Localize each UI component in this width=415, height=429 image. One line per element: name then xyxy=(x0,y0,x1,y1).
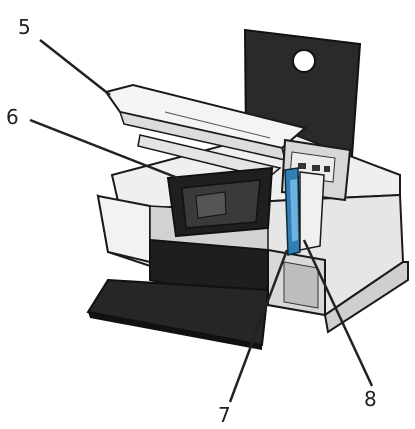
scanner-unit xyxy=(104,83,308,179)
paper-exit-tray xyxy=(86,238,270,350)
callout-8: 8 xyxy=(364,387,377,411)
cartridge-latch xyxy=(284,167,325,256)
callout-7: 7 xyxy=(218,403,231,427)
cartridge-carrier xyxy=(166,166,274,238)
leader-lines xyxy=(29,39,374,403)
leader-line-5 xyxy=(39,39,111,96)
leader-line-6 xyxy=(29,118,189,184)
callout-5: 5 xyxy=(18,15,31,39)
leader-line-8 xyxy=(302,239,374,387)
leader-line-7 xyxy=(228,249,289,403)
callout-6: 6 xyxy=(6,105,19,129)
